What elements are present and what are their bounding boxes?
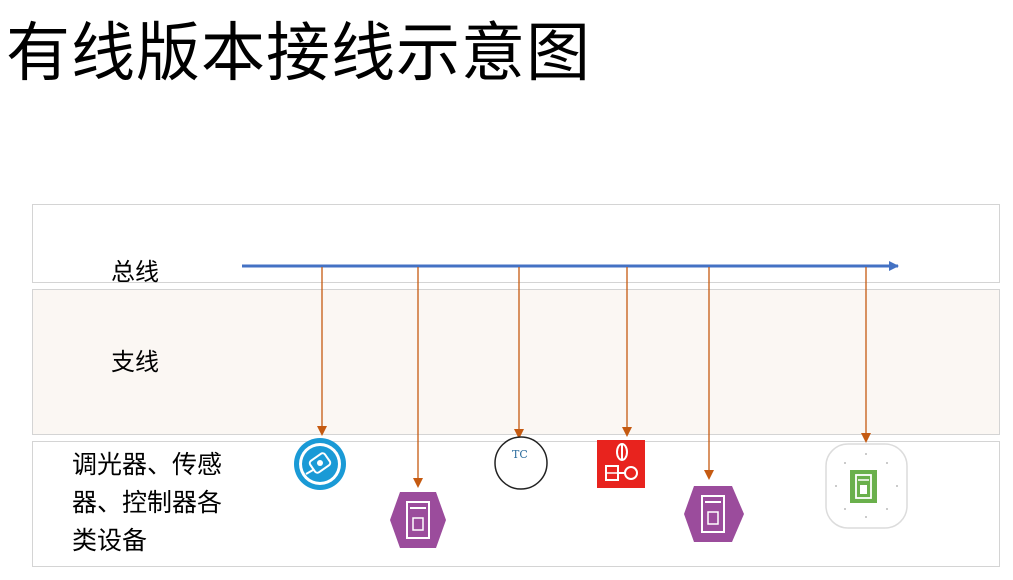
- tc-text: TC: [512, 448, 528, 461]
- controller-icon: [684, 486, 744, 542]
- branch-arrowheads: [317, 426, 871, 488]
- tc-icon: TC: [494, 436, 548, 490]
- branch-band: [32, 289, 1000, 435]
- page-title: 有线版本接线示意图: [6, 17, 591, 91]
- switch-panel-icon: [825, 443, 908, 529]
- bus-band: [32, 204, 1000, 283]
- sensor-icon: [597, 440, 645, 488]
- branch-lines: [321, 267, 867, 485]
- dimmer-icon: [294, 438, 346, 490]
- devices-label: 调光器、传感器、控制器各类设备: [72, 450, 223, 555]
- bus-label: 总线: [111, 258, 159, 286]
- branch-label: 支线: [111, 348, 159, 376]
- controller-icon: [390, 492, 446, 548]
